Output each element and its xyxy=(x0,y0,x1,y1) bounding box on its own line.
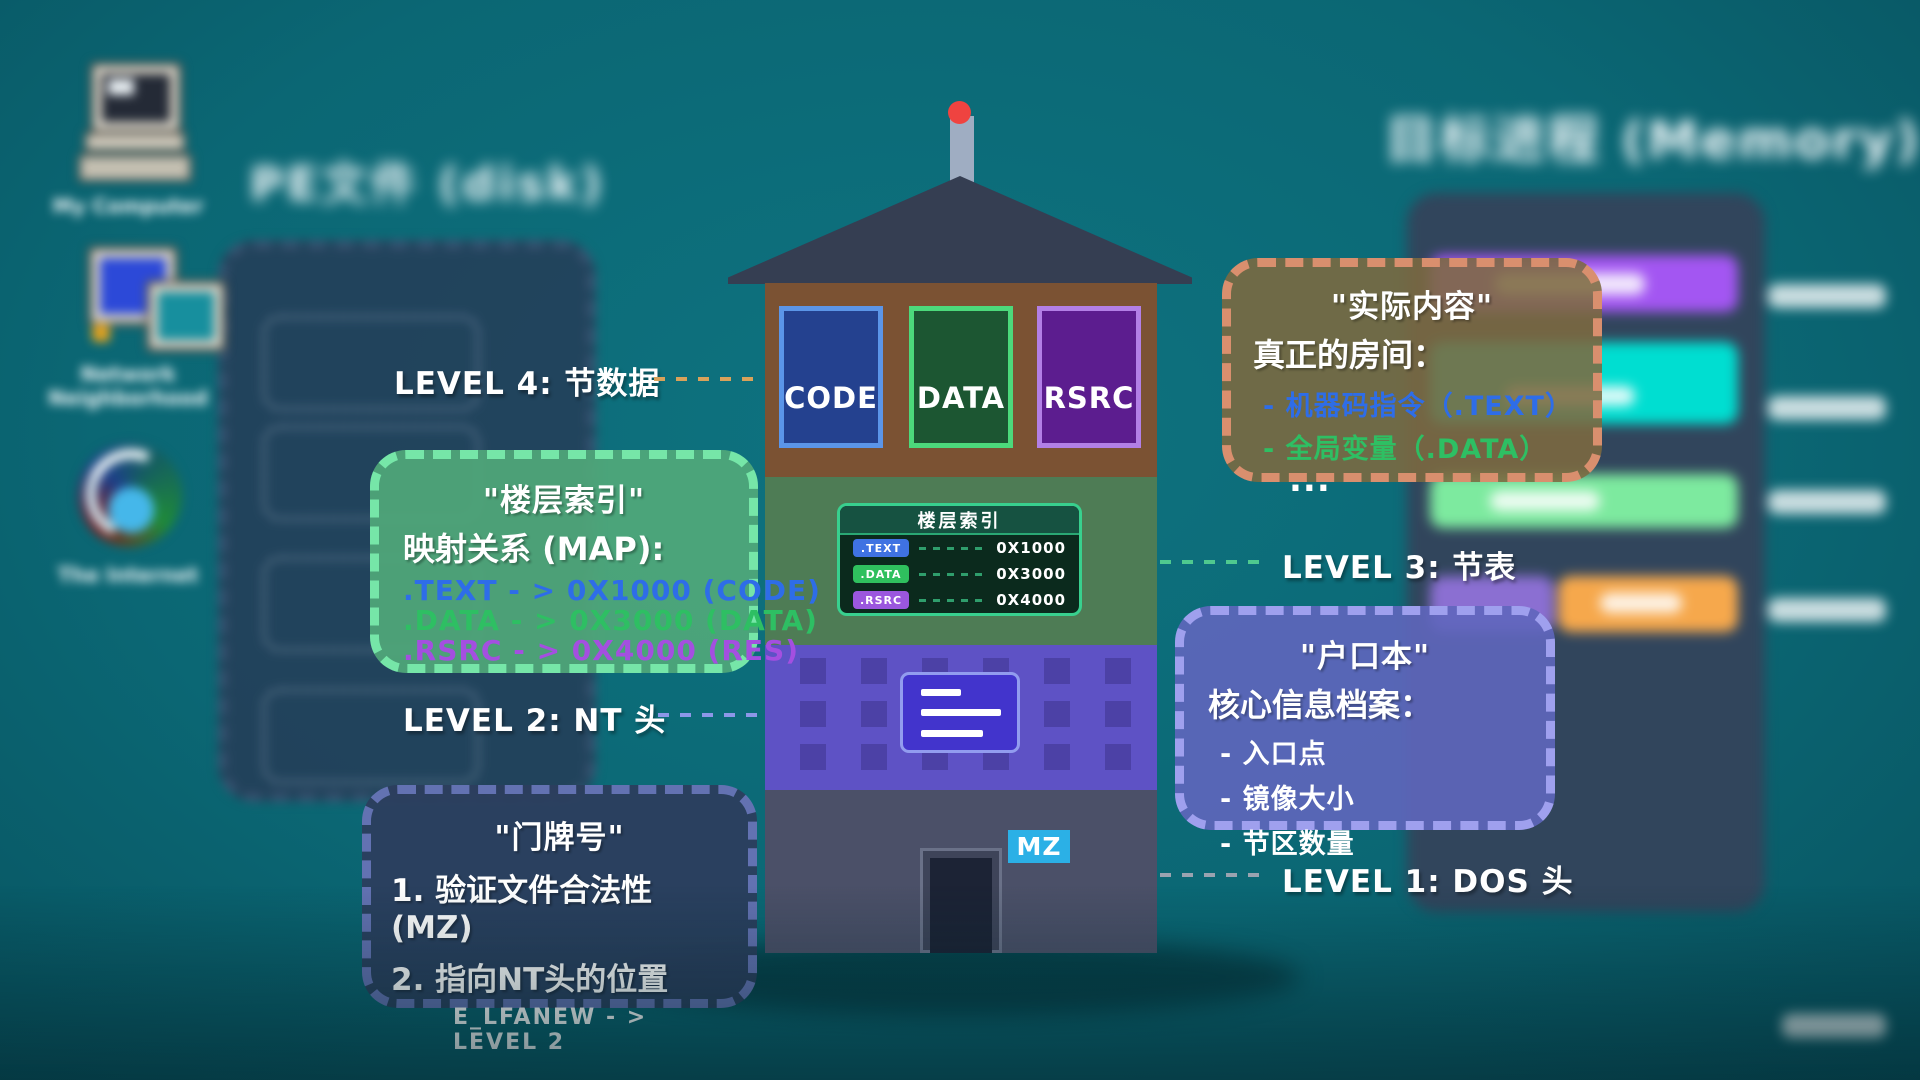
window-square-shape xyxy=(800,658,826,684)
dash-connector xyxy=(919,572,987,576)
chimney-ball-shape xyxy=(948,101,971,124)
callout-line: - 节区数量 xyxy=(1220,829,1355,860)
memory-title: 目标进程 (Memory) xyxy=(1385,111,1920,171)
my-computer-icon xyxy=(78,62,192,187)
pill-text: .TEXT xyxy=(853,539,909,557)
window-square-shape xyxy=(800,744,826,770)
callout-line: .DATA - > 0X3000 (DATA) xyxy=(403,604,818,637)
pill-rsrc: .RSRC xyxy=(853,591,909,609)
text-line-shape xyxy=(921,730,983,737)
level2-connector xyxy=(658,713,760,717)
disk-title: PE文件 (disk) xyxy=(250,157,605,211)
callout-door-number: "门牌号" 1. 验证文件合法性(MZ) 2. 指向NT头的位置 E_LFANE… xyxy=(362,785,757,1055)
window-square-shape xyxy=(1105,744,1131,770)
pill-data: .DATA xyxy=(853,565,909,583)
callout-line: - 入口点 xyxy=(1220,739,1327,770)
blurred-block-text xyxy=(1600,593,1682,613)
callout-actual-content: "实际内容" 真正的房间： - 机器码指令（.TEXT） - 全局变量（.DAT… xyxy=(1222,258,1602,500)
internet-globe-icon xyxy=(73,436,189,555)
callout-line: - 镜像大小 xyxy=(1220,784,1355,815)
callout-title: "实际内容" xyxy=(1330,289,1494,325)
blurred-address-label xyxy=(1768,490,1886,514)
callout-line: .RSRC - > 0X4000 (RES) xyxy=(403,634,799,667)
level3-connector xyxy=(1160,560,1266,564)
floor-index-panel: 楼层索引 .TEXT 0X1000 .DATA 0X3000 .RSRC 0X4… xyxy=(837,503,1082,616)
section-box-rsrc: RSRC xyxy=(1037,306,1141,448)
level1-label: LEVEL 1: DOS 头 xyxy=(1282,864,1574,900)
callout-line: .TEXT - > 0X1000 (CODE) xyxy=(403,574,821,607)
callout-line: - 机器码指令（.TEXT） xyxy=(1263,391,1573,422)
window-square-shape xyxy=(861,658,887,684)
callout-subtitle: 映射关系 (MAP): xyxy=(403,530,665,568)
screen-shape xyxy=(158,292,214,340)
row-value: 0X1000 xyxy=(996,539,1066,557)
window-square-shape xyxy=(1044,744,1070,770)
keyboard-shape xyxy=(78,154,192,182)
callout-title: "门牌号" xyxy=(494,820,625,856)
globe-core-shape xyxy=(108,487,154,533)
window-square-shape xyxy=(1105,658,1131,684)
level4-connector xyxy=(654,377,758,381)
floor-index-panel-title: 楼层索引 xyxy=(840,506,1079,535)
callout-floor-index: "楼层索引" 映射关系 (MAP): .TEXT - > 0X1000 (COD… xyxy=(370,450,821,673)
callout-hukou: "户口本" 核心信息档案： - 入口点 - 镜像大小 - 节区数量 xyxy=(1175,606,1555,860)
dash-connector xyxy=(919,598,987,602)
row-value: 0X3000 xyxy=(996,565,1066,583)
mz-badge: MZ xyxy=(1008,830,1070,863)
level3-label: LEVEL 3: 节表 xyxy=(1282,550,1517,586)
window-square-shape xyxy=(1044,658,1070,684)
dash-connector xyxy=(919,546,987,550)
level4-label: LEVEL 4: 节数据 xyxy=(394,366,661,402)
window-square-shape xyxy=(1105,701,1131,727)
floor-index-row: .DATA 0X3000 xyxy=(840,561,1079,587)
level2-label: LEVEL 2: NT 头 xyxy=(403,703,667,739)
section-box-data: DATA xyxy=(909,306,1013,448)
row-value: 0X4000 xyxy=(996,591,1066,609)
callout-title: "楼层索引" xyxy=(482,483,646,519)
network-neighborhood-icon xyxy=(88,246,238,354)
level1-connector xyxy=(1160,873,1266,877)
desktop-icons-group: My Computer Network Neighborhood The Int… xyxy=(0,0,300,700)
callout-line: ... xyxy=(1289,460,1331,500)
window-square-shape xyxy=(861,701,887,727)
blurred-address-label xyxy=(1768,284,1886,308)
icon-caption: My Computer xyxy=(52,194,204,218)
callout-title: "户口本" xyxy=(1299,639,1431,675)
monitor-shape xyxy=(146,280,226,352)
nt-header-card xyxy=(900,672,1020,753)
screen-shape xyxy=(102,74,170,122)
window-square-shape xyxy=(800,701,826,727)
floor-index-row: .TEXT 0X1000 xyxy=(840,535,1079,561)
callout-subtitle: 核心信息档案： xyxy=(1208,686,1433,724)
callout-subtitle: 真正的房间： xyxy=(1253,336,1446,374)
computer-base-shape xyxy=(84,132,186,152)
disk-slot xyxy=(262,315,480,411)
callout-footnote: E_LFANEW - > LEVEL 2 xyxy=(453,1005,648,1055)
text-line-shape xyxy=(921,689,961,696)
blurred-address-label xyxy=(1768,396,1886,420)
window-square-shape xyxy=(1044,701,1070,727)
icon-caption: Network Neighborhood xyxy=(48,362,208,410)
blurred-address-label xyxy=(1782,1014,1886,1038)
disk-slot xyxy=(262,688,480,784)
blurred-block-text xyxy=(1490,491,1600,511)
icon-caption: The Internet xyxy=(57,563,199,587)
floor-index-row: .RSRC 0X4000 xyxy=(840,587,1079,613)
text-line-shape xyxy=(921,709,1001,716)
door-shape xyxy=(930,858,992,953)
window-square-shape xyxy=(861,744,887,770)
blurred-address-label xyxy=(1768,598,1886,622)
callout-line: 2. 指向NT头的位置 xyxy=(391,962,669,998)
callout-line: - 全局变量（.DATA） xyxy=(1263,434,1548,465)
connector-dot-shape xyxy=(92,324,110,342)
section-box-code: CODE xyxy=(779,306,883,448)
callout-line: 1. 验证文件合法性(MZ) xyxy=(391,873,653,946)
